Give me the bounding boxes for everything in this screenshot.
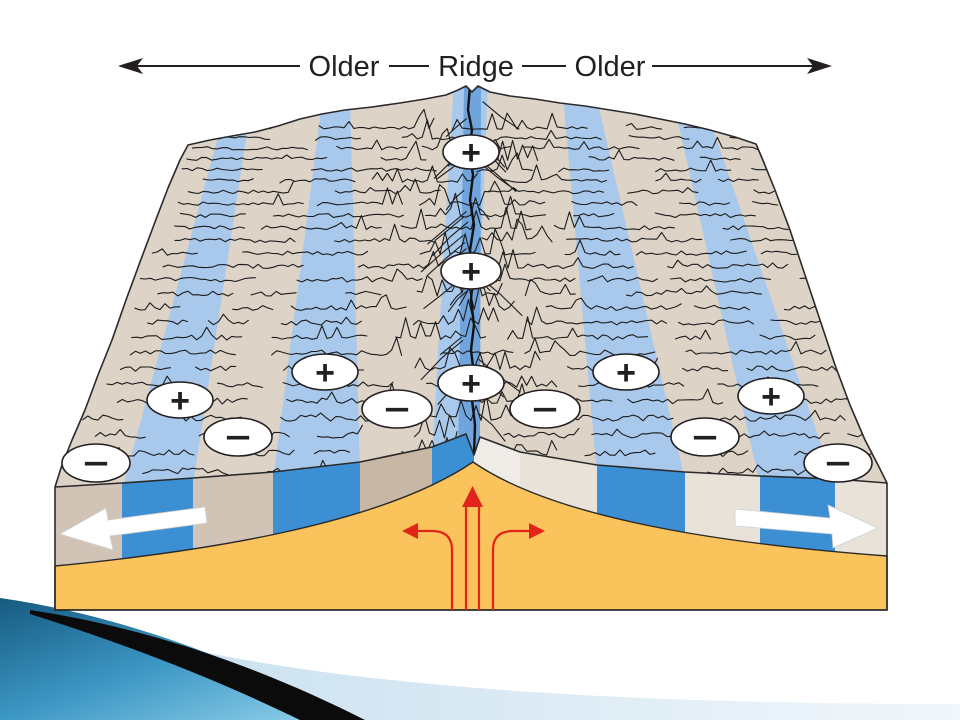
marker-symbol: + [761,378,781,416]
polarity-marker: − [804,444,872,483]
marker-symbol: − [384,391,410,429]
marker-symbol: − [692,419,718,457]
marker-symbol: + [461,365,481,403]
polarity-marker: − [204,418,272,457]
marker-symbol: + [616,354,636,392]
marker-symbol: + [461,134,481,172]
marker-symbol: − [532,391,558,429]
marker-symbol: + [170,382,190,420]
marker-symbol: + [315,354,335,392]
terrain-line [730,137,755,138]
theme-swoosh [0,598,960,720]
marker-symbol: − [825,445,851,483]
polarity-marker: − [510,390,580,429]
terrain-line [216,121,271,130]
header-label-right: Older [575,51,646,83]
polarity-marker: − [362,390,432,429]
marker-symbol: − [83,445,109,483]
marker-symbol: − [225,419,251,457]
header-label-left: Older [309,51,380,83]
age-header: Older Ridge Older [118,51,832,83]
header-label-center: Ridge [438,51,514,83]
polarity-marker: − [62,444,130,483]
polarity-marker: − [671,418,739,457]
marker-symbol: + [461,253,481,291]
